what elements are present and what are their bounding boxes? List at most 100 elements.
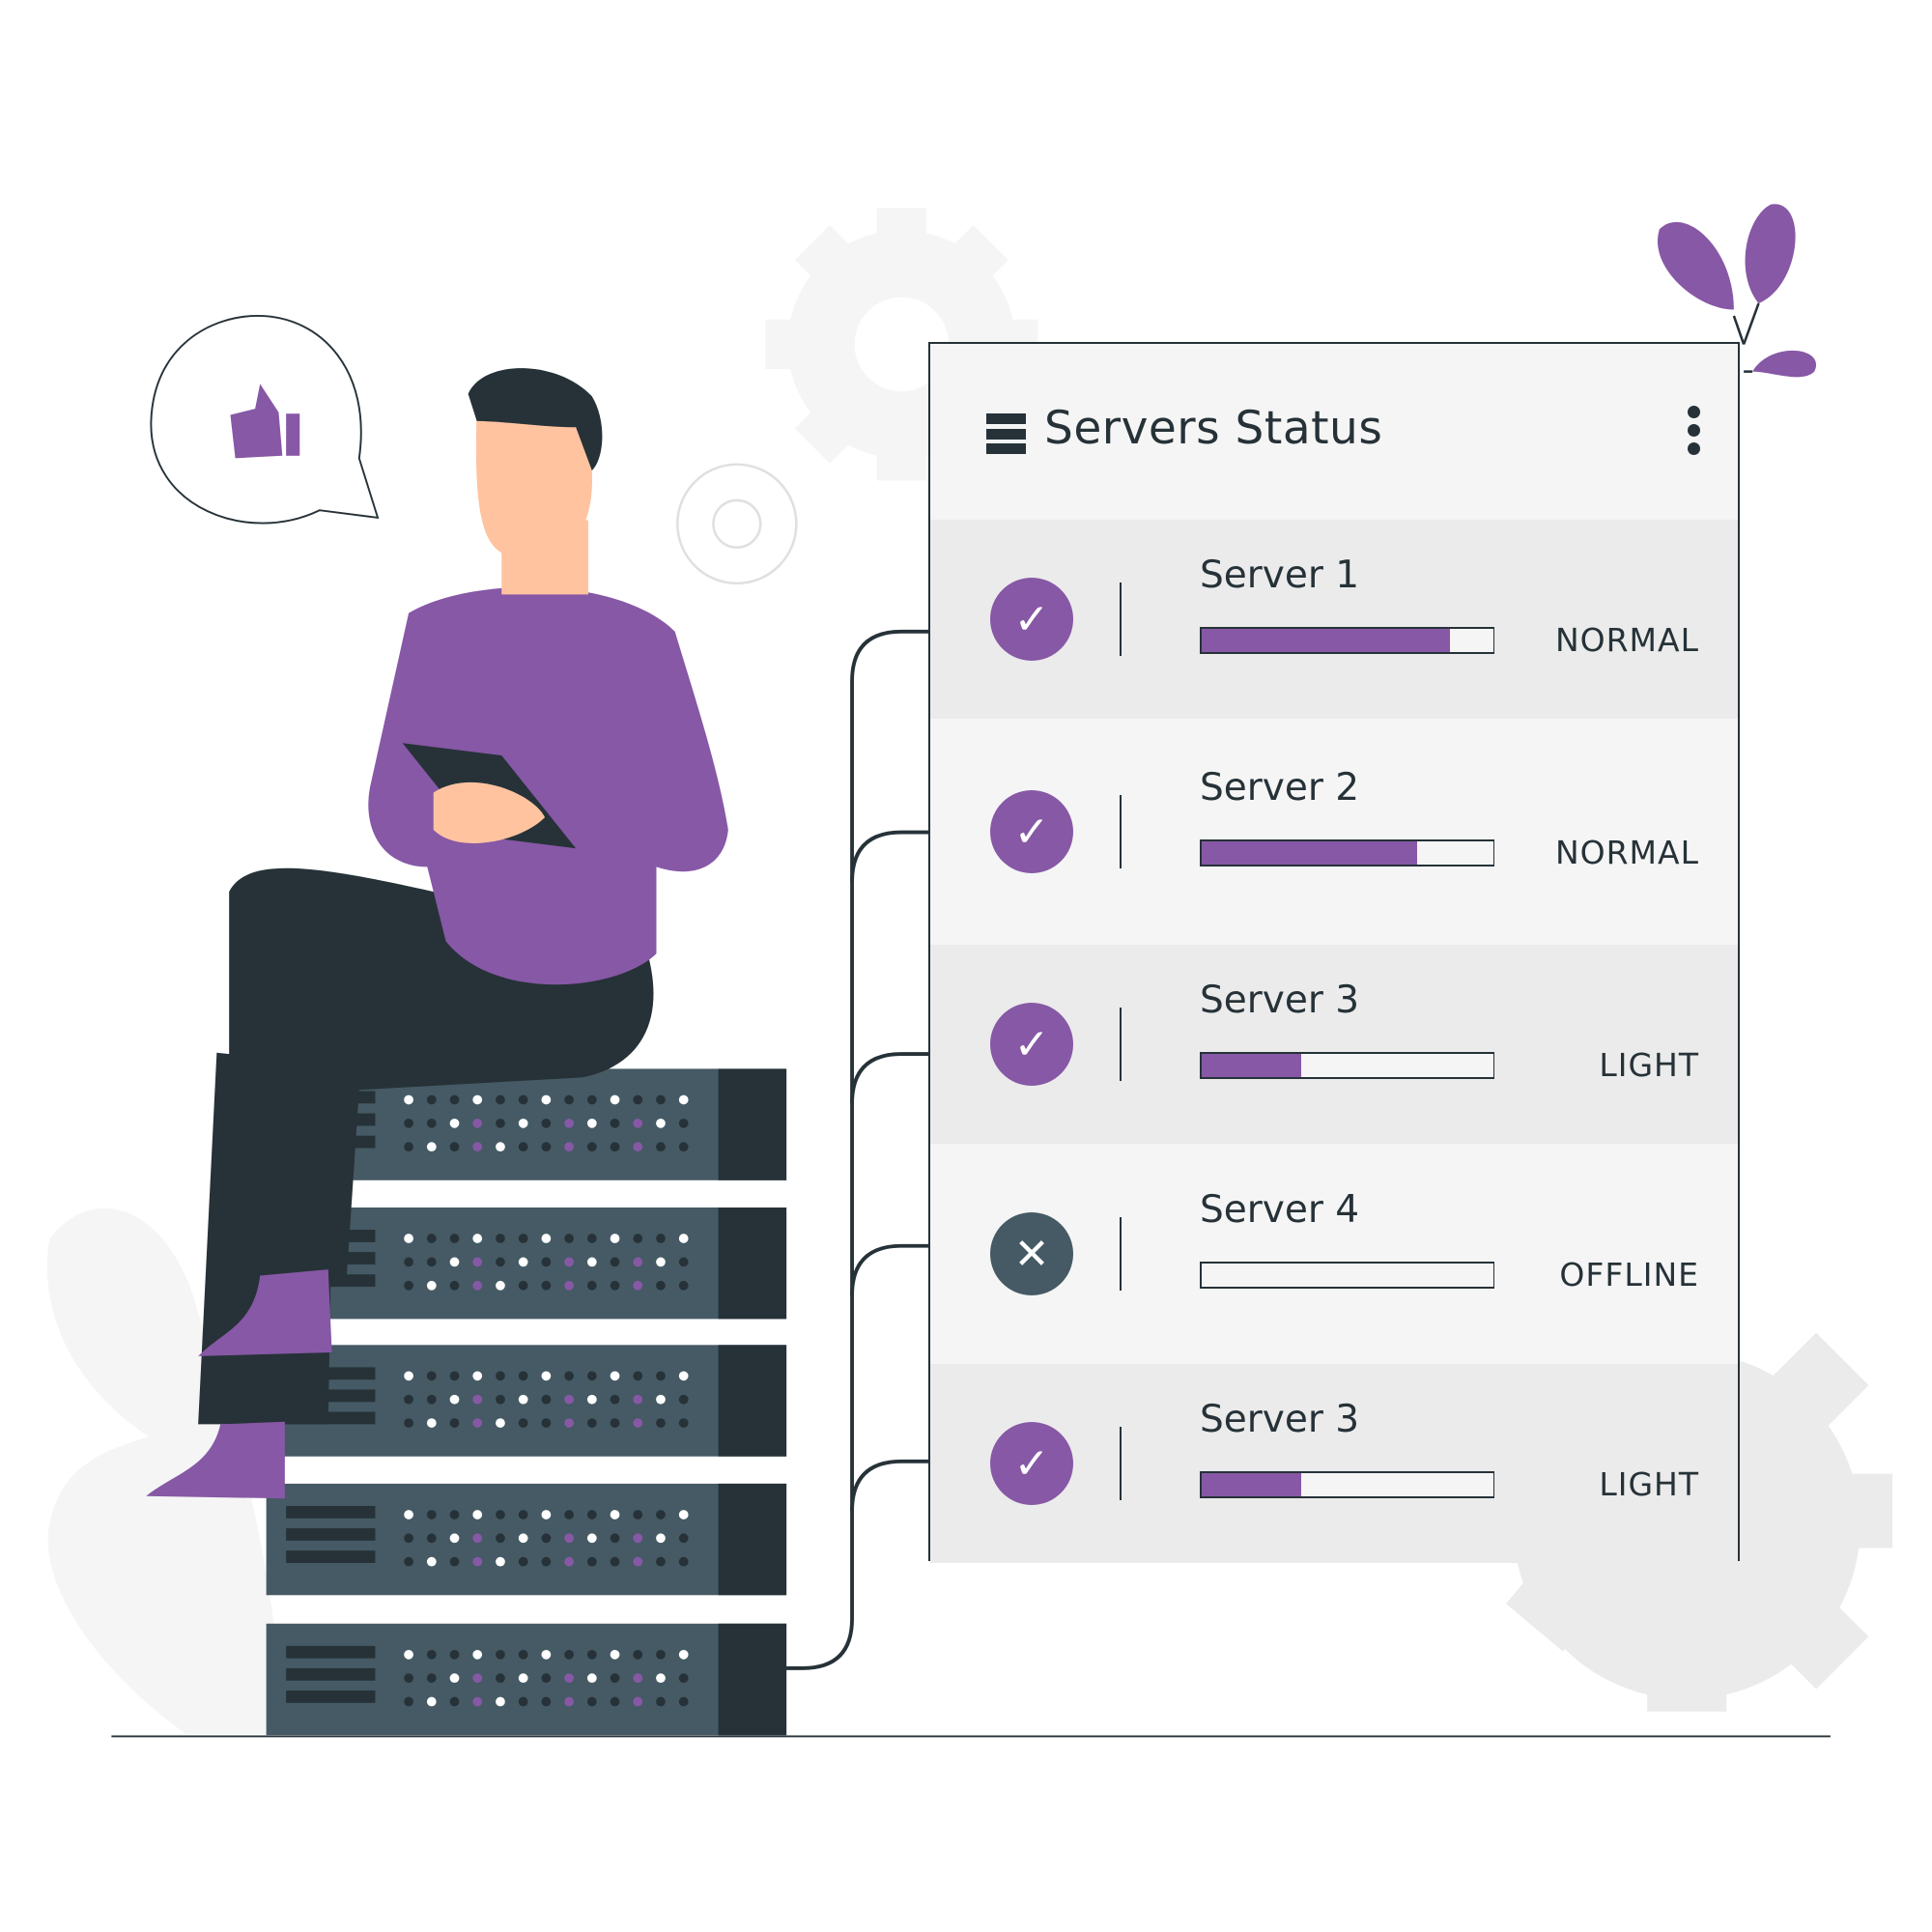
server-led bbox=[518, 1094, 528, 1105]
server-led bbox=[496, 1533, 505, 1544]
server-led bbox=[564, 1118, 574, 1128]
load-bar bbox=[1200, 839, 1494, 867]
server-led bbox=[541, 1280, 552, 1291]
server-led bbox=[633, 1510, 643, 1520]
server-led bbox=[633, 1394, 643, 1405]
server-led bbox=[586, 1371, 597, 1381]
server-led bbox=[518, 1673, 528, 1684]
server-led bbox=[586, 1394, 597, 1405]
panel-header: Servers Status bbox=[930, 344, 1738, 520]
server-led bbox=[656, 1094, 666, 1105]
server-led bbox=[449, 1142, 460, 1152]
server-side bbox=[718, 1208, 787, 1320]
server-led bbox=[564, 1234, 574, 1243]
server-led bbox=[426, 1533, 437, 1544]
server-led bbox=[426, 1118, 437, 1128]
server-led bbox=[586, 1533, 597, 1544]
server-slot bbox=[286, 1550, 376, 1563]
server-led bbox=[586, 1118, 597, 1128]
server-led bbox=[449, 1649, 460, 1660]
server-led bbox=[426, 1394, 437, 1405]
server-led bbox=[541, 1649, 552, 1660]
server-led bbox=[426, 1142, 437, 1152]
server-led bbox=[678, 1418, 689, 1428]
server-slot bbox=[286, 1528, 376, 1541]
connector-lines bbox=[782, 629, 929, 1670]
load-bar bbox=[1200, 1052, 1494, 1079]
server-led bbox=[541, 1696, 552, 1707]
server-led bbox=[404, 1556, 413, 1567]
server-led bbox=[404, 1257, 413, 1267]
server-led bbox=[633, 1673, 643, 1684]
check-icon: ✓ bbox=[990, 1003, 1073, 1086]
server-led bbox=[472, 1533, 483, 1544]
server-led bbox=[541, 1418, 552, 1428]
check-icon: ✓ bbox=[990, 790, 1073, 873]
server-led bbox=[610, 1556, 620, 1567]
server-led bbox=[541, 1234, 552, 1243]
divider bbox=[1120, 1217, 1122, 1291]
small-gear-icon bbox=[676, 463, 798, 585]
server-led bbox=[449, 1510, 460, 1520]
server-led bbox=[656, 1371, 666, 1381]
server-led bbox=[633, 1533, 643, 1544]
server-led bbox=[496, 1673, 505, 1684]
server-led bbox=[449, 1418, 460, 1428]
server-led bbox=[496, 1118, 505, 1128]
server-led bbox=[633, 1280, 643, 1291]
server-led bbox=[678, 1142, 689, 1152]
server-name: Server 1 bbox=[1200, 554, 1360, 597]
server-led bbox=[586, 1280, 597, 1291]
server-led bbox=[586, 1234, 597, 1243]
server-slot bbox=[286, 1645, 376, 1659]
server-led bbox=[496, 1418, 505, 1428]
server-led bbox=[426, 1673, 437, 1684]
server-led bbox=[496, 1280, 505, 1291]
more-vertical-icon[interactable] bbox=[1688, 406, 1701, 455]
server-led bbox=[518, 1394, 528, 1405]
server-name: Server 4 bbox=[1200, 1188, 1360, 1232]
server-led bbox=[586, 1673, 597, 1684]
server-led bbox=[449, 1371, 460, 1381]
server-led bbox=[496, 1649, 505, 1660]
server-led bbox=[404, 1696, 413, 1707]
server-name: Server 3 bbox=[1200, 979, 1360, 1022]
person bbox=[146, 368, 728, 1499]
server-led bbox=[564, 1649, 574, 1660]
server-led bbox=[610, 1094, 620, 1105]
server-led bbox=[426, 1280, 437, 1291]
server-led bbox=[610, 1418, 620, 1428]
server-led bbox=[610, 1234, 620, 1243]
server-led bbox=[496, 1094, 505, 1105]
server-led bbox=[518, 1118, 528, 1128]
server-led bbox=[678, 1696, 689, 1707]
server-led bbox=[472, 1673, 483, 1684]
server-led bbox=[541, 1394, 552, 1405]
load-bar-fill bbox=[1202, 1054, 1301, 1077]
server-led bbox=[656, 1142, 666, 1152]
server-led bbox=[449, 1556, 460, 1567]
server-led bbox=[586, 1418, 597, 1428]
server-led bbox=[518, 1649, 528, 1660]
list-icon[interactable] bbox=[986, 413, 1026, 454]
server-led bbox=[404, 1649, 413, 1660]
server-led bbox=[564, 1696, 574, 1707]
server-led bbox=[633, 1094, 643, 1105]
server-led bbox=[586, 1556, 597, 1567]
server-led bbox=[472, 1257, 483, 1267]
server-led bbox=[541, 1510, 552, 1520]
load-bar bbox=[1200, 1262, 1494, 1289]
load-bar bbox=[1200, 1471, 1494, 1498]
server-led bbox=[426, 1510, 437, 1520]
leaf-decoration bbox=[46, 1208, 285, 1734]
server-led bbox=[518, 1533, 528, 1544]
server-led bbox=[656, 1118, 666, 1128]
server-led bbox=[518, 1371, 528, 1381]
check-icon: ✓ bbox=[990, 1422, 1073, 1505]
server-led bbox=[426, 1257, 437, 1267]
